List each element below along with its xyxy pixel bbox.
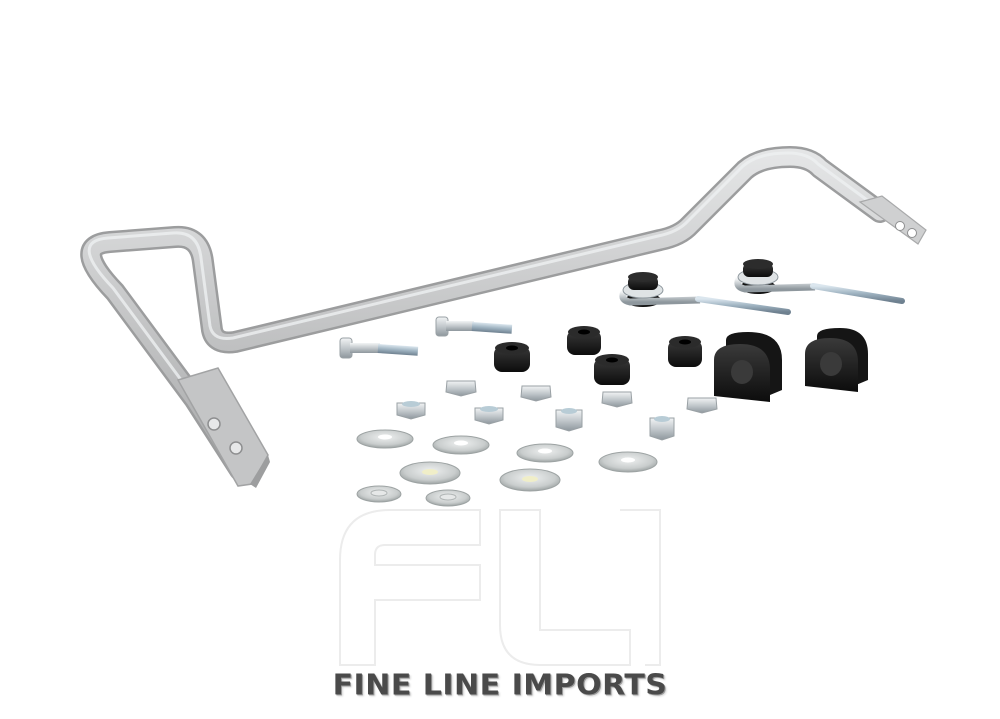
watermark-brand-name: FINE LINE IMPORTS (332, 668, 668, 703)
nyloc-nut (474, 406, 504, 425)
plain-nut (601, 391, 633, 408)
drop-link (734, 259, 905, 304)
small-bushing (494, 342, 530, 372)
large-washer (356, 429, 414, 449)
plain-nut (520, 385, 552, 402)
nyloc-nut (555, 408, 583, 432)
nyloc-nut (649, 416, 675, 441)
large-washer (399, 461, 461, 485)
drop-link (619, 272, 791, 315)
small-bushing (594, 354, 630, 385)
small-washer (425, 489, 471, 507)
plain-nut (445, 380, 477, 397)
nyloc-nut (396, 401, 426, 420)
small-washer (356, 485, 402, 503)
u-bushing (714, 332, 782, 402)
bolt (435, 316, 513, 337)
large-washer (516, 443, 574, 463)
large-washer (598, 451, 658, 473)
large-washer (432, 435, 490, 455)
u-bushing (805, 328, 868, 392)
small-bushing (668, 336, 702, 367)
bolt (339, 337, 419, 359)
large-washer (499, 468, 561, 492)
small-bushing (567, 326, 601, 355)
sway-bar (80, 146, 927, 488)
plain-nut (686, 397, 718, 414)
watermark-monogram (339, 509, 661, 666)
